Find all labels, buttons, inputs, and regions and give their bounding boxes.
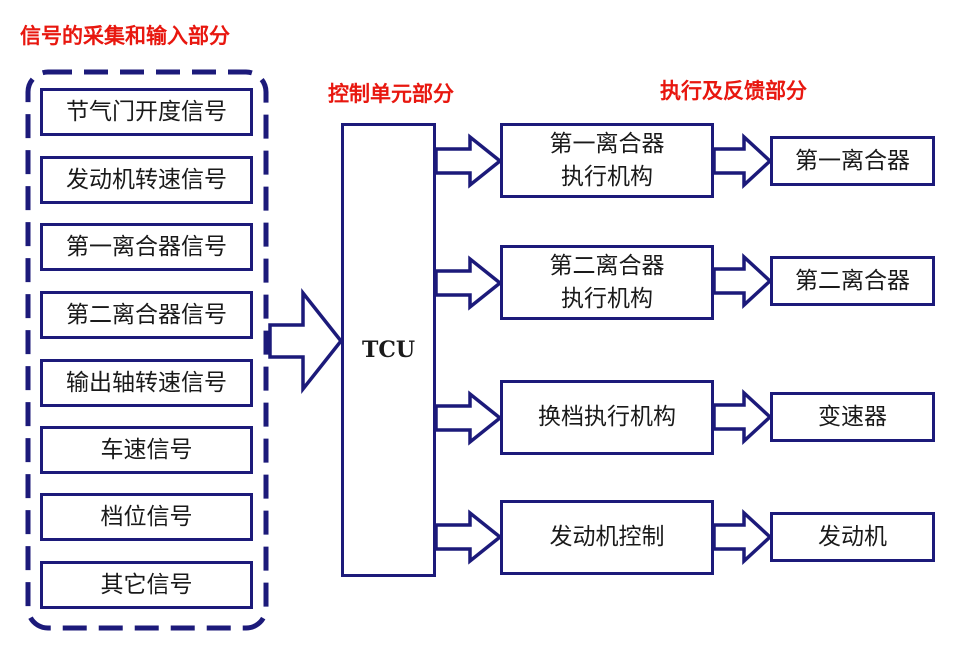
input-signal-label: 第二离合器信号 bbox=[66, 301, 227, 328]
output-box: 第二离合器 bbox=[770, 256, 935, 306]
actuator-to-output-arrow bbox=[712, 509, 773, 565]
output-box: 发动机 bbox=[770, 512, 935, 562]
output-label: 变速器 bbox=[818, 403, 887, 430]
input-section-title: 信号的采集和输入部分 bbox=[20, 24, 230, 48]
output-label: 发动机 bbox=[818, 523, 887, 550]
input-signal-label: 节气门开度信号 bbox=[66, 98, 227, 125]
input-signal-label: 车速信号 bbox=[100, 436, 193, 463]
input-signal-label: 发动机转速信号 bbox=[66, 166, 227, 193]
actuator-label-line2: 执行机构 bbox=[561, 163, 653, 190]
output-label: 第二离合器 bbox=[795, 267, 910, 294]
actuator-to-output-arrow bbox=[712, 133, 773, 189]
actuator-box: 发动机控制 bbox=[500, 500, 714, 575]
tcu-to-actuator-arrow bbox=[434, 390, 503, 446]
actuator-to-output-arrow bbox=[712, 389, 773, 445]
tcu-to-actuator-arrow bbox=[434, 509, 503, 565]
input-signal-box: 车速信号 bbox=[40, 426, 253, 474]
input-signal-box: 节气门开度信号 bbox=[40, 88, 253, 136]
actuator-to-output-arrow bbox=[712, 253, 773, 309]
output-box: 第一离合器 bbox=[770, 136, 935, 186]
input-signal-box: 第二离合器信号 bbox=[40, 291, 253, 339]
tcu-label: TCU bbox=[361, 336, 416, 363]
input-to-tcu-arrow bbox=[268, 287, 344, 395]
actuator-label-line1: 发动机控制 bbox=[549, 524, 665, 551]
input-signal-label: 其它信号 bbox=[100, 571, 193, 598]
input-group-dashed-border bbox=[25, 69, 269, 631]
actuator-label-line1: 换档执行机构 bbox=[538, 404, 676, 431]
input-signal-box: 输出轴转速信号 bbox=[40, 359, 253, 407]
input-signal-box: 档位信号 bbox=[40, 493, 253, 541]
tcu-to-actuator-arrow bbox=[434, 133, 503, 189]
input-signal-box: 发动机转速信号 bbox=[40, 156, 253, 204]
output-label: 第一离合器 bbox=[795, 147, 910, 174]
actuator-label-line1: 第一离合器 bbox=[549, 131, 665, 158]
tcu-block: TCU bbox=[341, 123, 436, 577]
control-section-title: 控制单元部分 bbox=[328, 82, 454, 106]
input-signal-label: 输出轴转速信号 bbox=[66, 369, 227, 396]
tcu-to-actuator-arrow bbox=[434, 255, 503, 311]
actuator-box: 第二离合器执行机构 bbox=[500, 245, 714, 320]
actuator-label-line1: 第二离合器 bbox=[549, 253, 665, 280]
input-signal-label: 档位信号 bbox=[100, 503, 193, 530]
output-box: 变速器 bbox=[770, 392, 935, 442]
actuator-box: 换档执行机构 bbox=[500, 380, 714, 455]
input-signal-box: 第一离合器信号 bbox=[40, 223, 253, 271]
actuator-box: 第一离合器执行机构 bbox=[500, 123, 714, 198]
input-signal-box: 其它信号 bbox=[40, 561, 253, 609]
input-signal-label: 第一离合器信号 bbox=[66, 233, 227, 260]
feedback-section-title: 执行及反馈部分 bbox=[660, 79, 807, 103]
actuator-label-line2: 执行机构 bbox=[561, 285, 653, 312]
